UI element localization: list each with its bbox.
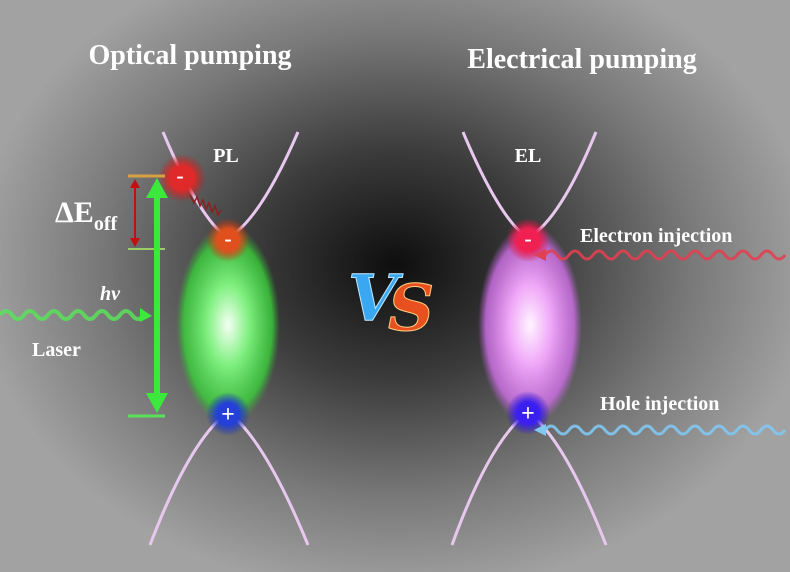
hole-injection-wave xyxy=(543,424,787,436)
hot-electron xyxy=(158,154,206,202)
electron-injection-label: Electron injection xyxy=(580,225,732,247)
pink-emission-glow xyxy=(478,225,582,425)
optical-pumping-title: Optical pumping xyxy=(88,40,291,71)
right-hole-sign: + xyxy=(521,401,535,427)
vs-text: VS xyxy=(0,0,2,1)
green-emission-glow xyxy=(176,225,280,425)
electrical-pumping-title: Electrical pumping xyxy=(467,44,696,75)
laser-arrowhead xyxy=(140,308,152,322)
vs-emblem: V S VS xyxy=(0,0,435,347)
left-hole-sign: + xyxy=(221,402,235,428)
electron-injection-arrowhead xyxy=(534,249,546,261)
hole-injection-label: Hole injection xyxy=(600,393,719,415)
hole-injection-arrowhead xyxy=(534,424,546,436)
relaxation-spring xyxy=(189,194,222,217)
excitation-arrow xyxy=(146,178,168,413)
delta-e-label: ΔEoff xyxy=(55,196,117,235)
right-electron-sign: - xyxy=(524,226,531,251)
right-electron xyxy=(506,218,550,262)
hot-electron-sign: - xyxy=(176,163,183,188)
vs-v: V xyxy=(348,261,404,336)
laser-photon-wave xyxy=(0,309,146,321)
relaxed-electron-sign: - xyxy=(224,226,231,251)
electron-injection-wave xyxy=(543,249,787,261)
left-hole xyxy=(206,392,250,436)
relaxed-electron xyxy=(206,218,250,262)
offset-energy-arrow xyxy=(130,179,140,247)
vs-s: S xyxy=(388,271,434,346)
laser-label: Laser xyxy=(32,339,81,361)
el-label: EL xyxy=(515,145,542,167)
right-hole xyxy=(506,391,550,435)
photon-label: hv xyxy=(100,283,121,305)
pl-label: PL xyxy=(213,145,239,167)
